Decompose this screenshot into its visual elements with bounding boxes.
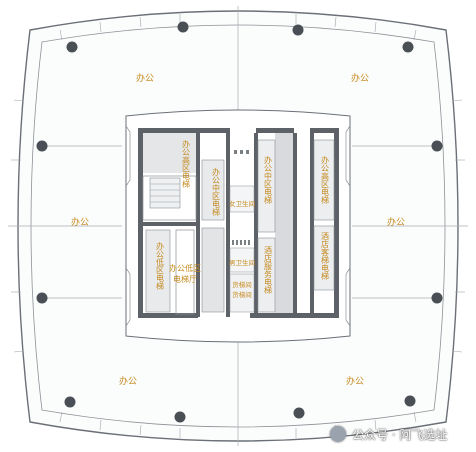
elevator-bank-midzone [201, 159, 225, 221]
elevator-bank-midzone-lower [201, 227, 225, 313]
label-elev-mid-zone-b: 办公中区电梯 [264, 155, 273, 205]
perimeter-columns [36, 21, 443, 423]
label-office-nw: 办公 [136, 72, 154, 84]
watermark-text: 公众号 · 阿飞选址 [352, 427, 448, 442]
watermark: 公众号 · 阿飞选址 [330, 424, 447, 444]
label-elev-hotel-service: 酒店服务电梯 [264, 246, 273, 295]
label-office-ne: 办公 [351, 72, 369, 84]
label-office-low-lobby: 办公低区 [169, 263, 201, 273]
corridor-lines [125, 125, 351, 327]
label-freight-2: 货梯间 [232, 290, 252, 299]
label-elev-hotel-guest: 酒店客梯电梯 [321, 232, 330, 281]
label-office-w: 办公 [71, 216, 89, 228]
structural-axis-lines [8, 6, 468, 446]
central-shaft [275, 133, 293, 313]
women-restroom-room [229, 185, 255, 213]
elevator-bank-nw [143, 133, 196, 173]
label-freight-1: 货梯间 [232, 280, 252, 289]
label-women-restroom: 女卫生间 [229, 199, 255, 208]
label-men-restroom: 男卫生间 [229, 258, 255, 267]
elevator-bank-highzone-b [313, 139, 335, 221]
wechat-icon [330, 426, 346, 442]
elevator-bank-lowzone [145, 229, 171, 313]
restroom-fixtures [232, 150, 250, 245]
label-elev-high-zone-b: 办公高区电梯 [321, 155, 330, 205]
stair-treads [150, 183, 180, 203]
label-office-low-lobby-2: 电梯厅 [173, 274, 197, 284]
label-office-e: 办公 [387, 216, 405, 228]
men-restroom-room [229, 247, 255, 273]
stair-nw [149, 177, 181, 209]
elevator-bank-hotel [257, 237, 276, 313]
inner-facade-line [30, 24, 446, 428]
label-office-sw: 办公 [119, 375, 137, 387]
label-elev-mid-zone-a: 办公中区电梯 [212, 167, 221, 217]
label-elev-high-zone: 办公高区电梯 [182, 139, 191, 189]
core-walls [138, 128, 339, 318]
freight-room [229, 273, 255, 313]
label-office-se: 办公 [346, 375, 364, 387]
elevator-bank-hotel-guest [313, 225, 335, 291]
label-elev-low-zone: 办公低区电梯 [156, 241, 165, 291]
elevator-bank-midzone-b [257, 139, 276, 233]
